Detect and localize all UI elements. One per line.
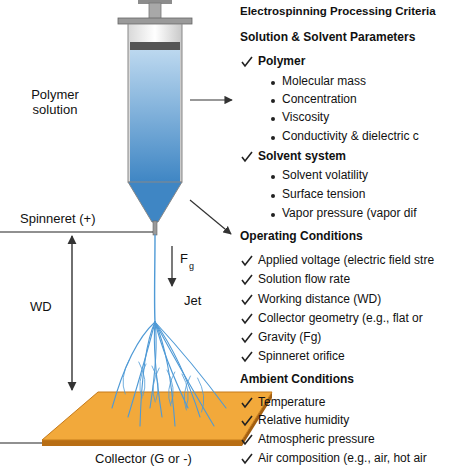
bullet <box>271 175 275 179</box>
list-item: Working distance (WD) <box>258 293 381 307</box>
ground-wire <box>0 442 42 443</box>
list-item: Spinneret orifice <box>258 350 345 364</box>
check-mark <box>242 352 252 361</box>
polymer-jet <box>112 235 226 426</box>
list-item: Relative humidity <box>258 414 349 428</box>
bullet <box>271 213 275 217</box>
list-item: Concentration <box>282 93 357 107</box>
pointer-arrow <box>190 200 231 234</box>
list-item: Solution flow rate <box>258 273 350 287</box>
section-heading: Operating Conditions <box>240 230 363 244</box>
list-item: Collector geometry (e.g., flat or <box>258 312 423 326</box>
dimension-label: WD <box>30 300 52 315</box>
list-item: Air composition (e.g., air, hot air <box>258 452 427 466</box>
gravity-arrow <box>171 246 172 286</box>
diagram-title: Electrospinning Processing Criteria <box>240 5 436 18</box>
check-mark <box>242 435 252 444</box>
check-mark <box>242 454 252 463</box>
check-mark <box>242 314 252 323</box>
bullet <box>271 81 275 85</box>
bullet <box>271 117 275 121</box>
list-item: Atmospheric pressure <box>258 433 375 447</box>
group-heading: Solvent system <box>258 150 346 164</box>
list-item: Viscosity <box>282 111 329 125</box>
check-mark <box>242 398 252 407</box>
check-mark <box>242 333 252 342</box>
section-heading: Ambient Conditions <box>240 373 354 387</box>
list-item: Applied voltage (electric field stre <box>258 254 434 268</box>
distance-arrow <box>71 236 72 390</box>
check-mark <box>242 416 252 425</box>
force-subscript: g <box>189 261 194 271</box>
part-label: Polymer solution <box>20 88 90 118</box>
check-mark <box>242 256 252 265</box>
list-item: Vapor pressure (vapor dif <box>282 207 417 221</box>
collector-plate <box>42 392 272 446</box>
list-item: Conductivity & dielectric c <box>282 130 419 144</box>
list-item: Temperature <box>258 396 325 410</box>
part-label: Spinneret (+) <box>20 212 96 227</box>
check-mark <box>242 275 252 284</box>
part-label: Jet <box>184 294 201 309</box>
group-heading: Polymer <box>258 55 305 69</box>
bullet <box>271 136 275 140</box>
list-item: Solvent volatility <box>282 169 368 183</box>
list-item: Surface tension <box>282 188 365 202</box>
section-heading: Solution & Solvent Parameters <box>240 31 415 45</box>
list-item: Gravity (Fg) <box>258 331 321 345</box>
check-mark <box>242 152 252 161</box>
list-item: Molecular mass <box>282 75 366 89</box>
check-mark <box>242 57 252 66</box>
bullet <box>271 194 275 198</box>
pointer-arrow <box>190 99 232 100</box>
part-label: Collector (G or -) <box>95 452 192 467</box>
spinneret-wire <box>0 231 153 232</box>
syringe <box>118 0 192 235</box>
force-label: F <box>180 252 188 267</box>
check-mark <box>242 295 252 304</box>
bullet <box>271 99 275 103</box>
